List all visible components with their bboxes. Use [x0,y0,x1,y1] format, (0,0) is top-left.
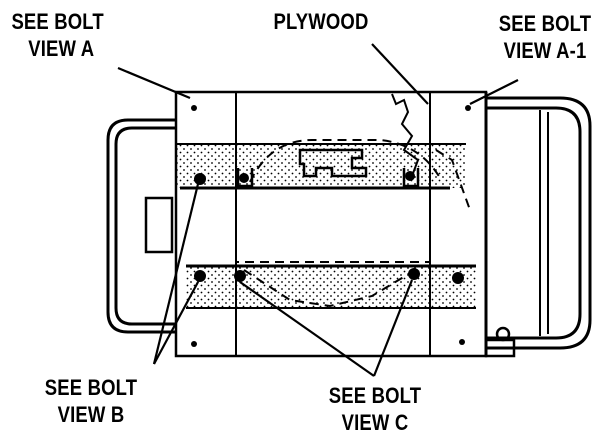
callout-bolt-view-b-line2: VIEW B [57,402,125,427]
callout-bolt-view-a1-line2: VIEW A-1 [503,38,587,63]
callout-bolt-view-a: SEE BOLT VIEW A [11,8,110,62]
plywood-edge [391,93,420,177]
bolt-marks [194,171,464,284]
right-handle [486,96,592,350]
callout-bolt-view-a1-line1: SEE BOLT [498,11,592,36]
deck-dimples [191,105,471,347]
callout-bolt-view-b: SEE BOLT VIEW B [41,374,140,428]
hidden-lines [235,139,471,308]
callout-bolt-view-b-line1: SEE BOLT [44,375,138,400]
callout-plywood: PLYWOOD [268,8,374,35]
callout-bolt-view-c-line2: VIEW C [341,410,409,435]
right-latch [484,326,516,358]
upper-brackets [236,168,420,188]
callout-bolt-view-a1: SEE BOLT VIEW A-1 [494,10,596,64]
callout-bolt-view-a-line1: SEE BOLT [11,9,104,34]
lower-crossbar [186,264,476,309]
callout-bolt-view-a-line2: VIEW A [28,36,95,61]
left-handle [106,118,176,334]
center-fitting [298,148,368,178]
plywood-deck [174,90,488,358]
callout-bolt-view-c: SEE BOLT VIEW C [325,382,424,436]
callout-bolt-view-c-line1: SEE BOLT [328,383,422,408]
leader-lines [117,43,519,377]
left-bracket [144,196,174,254]
callout-plywood-label: PLYWOOD [273,9,369,34]
